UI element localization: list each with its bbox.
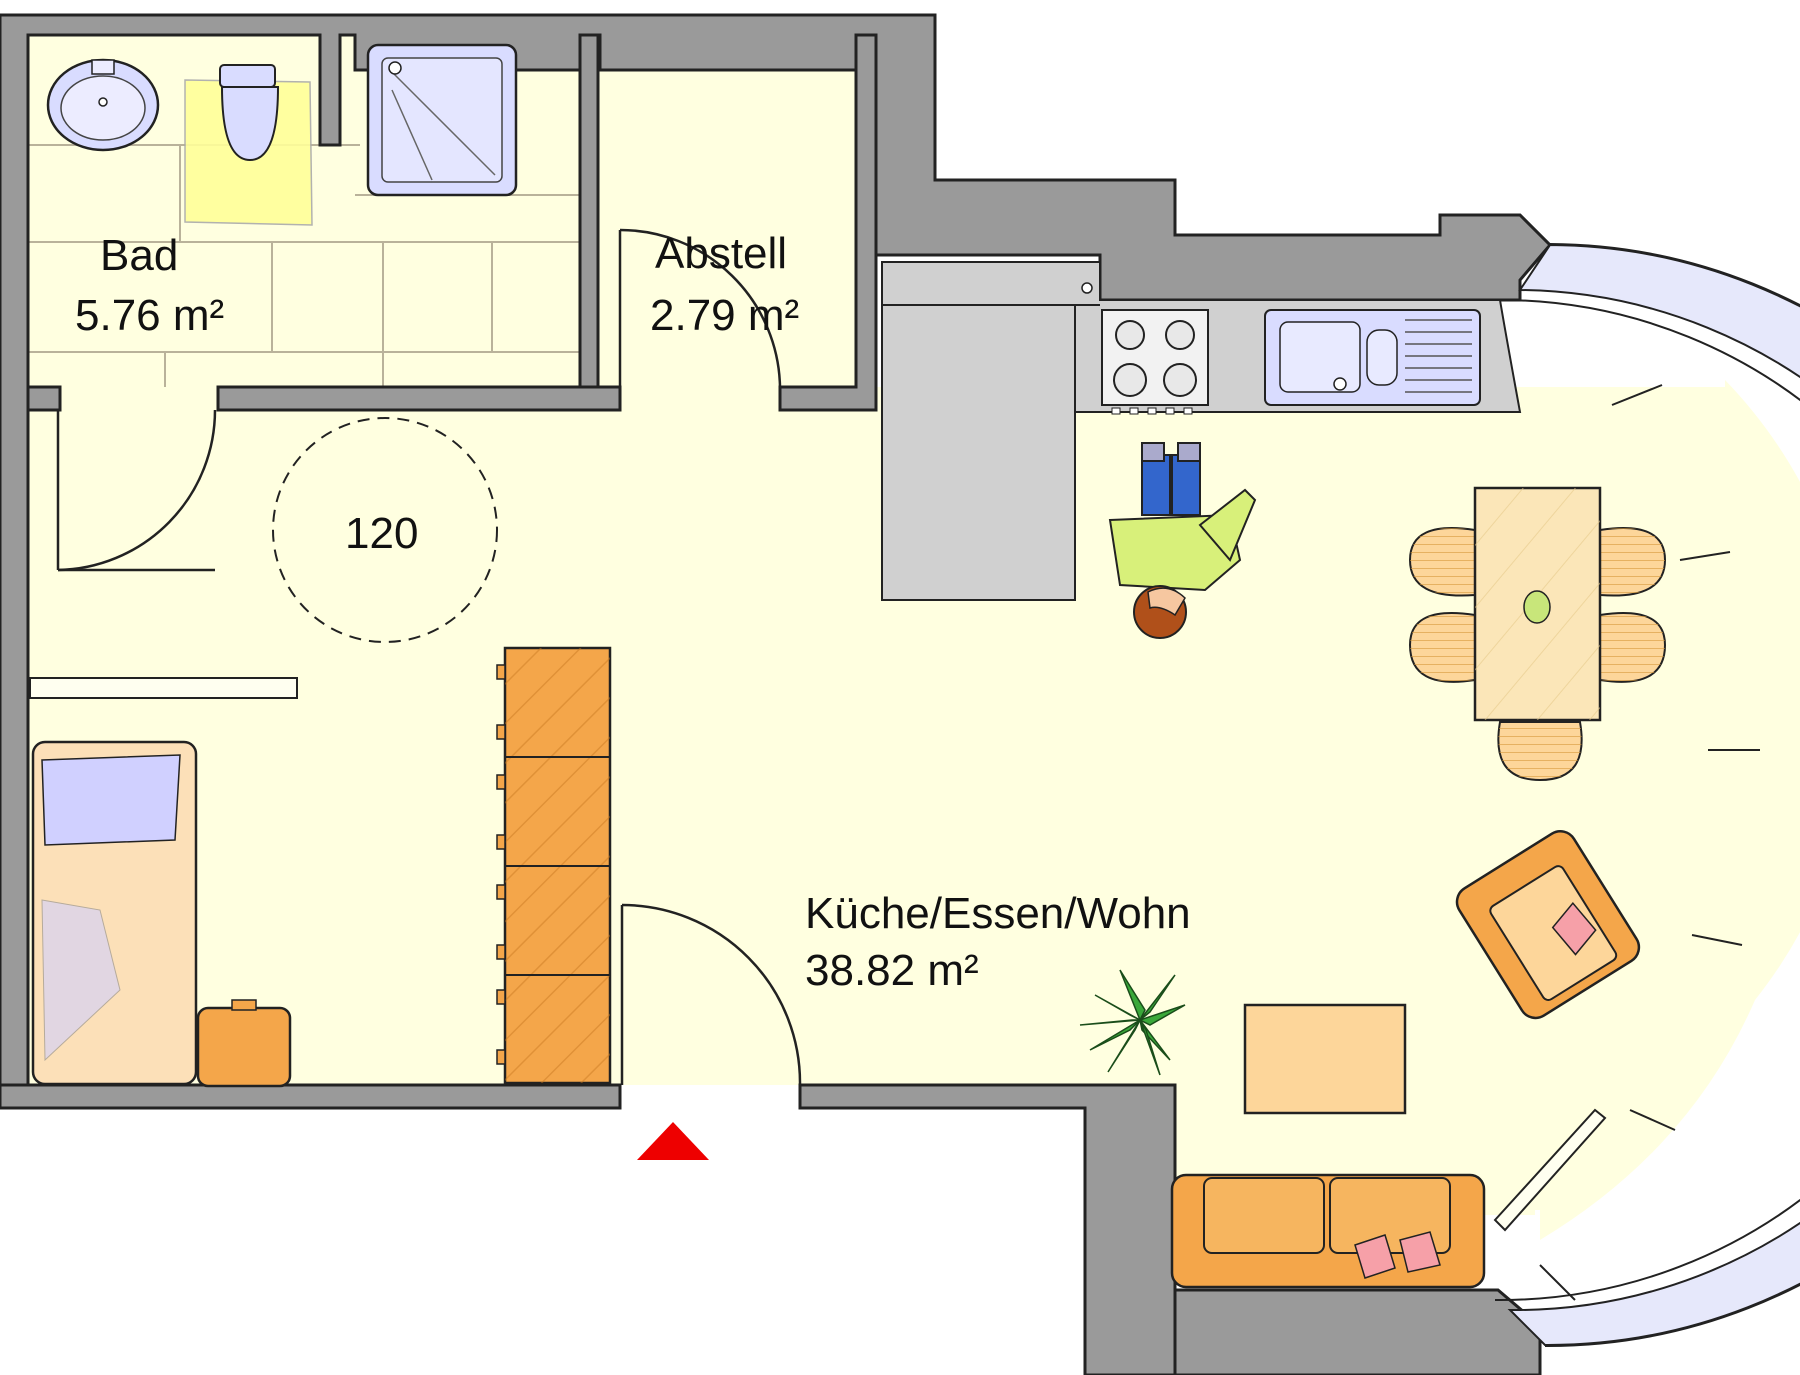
- wall-alcove-bottom: [1173, 1288, 1550, 1375]
- wall-bath-living: [26, 385, 62, 412]
- cooktop-icon: [1101, 309, 1209, 415]
- curved-window: [1493, 243, 1800, 1348]
- bath-room-area: 5.76 m²: [75, 291, 224, 340]
- entrance-door-swing: [621, 903, 802, 1086]
- sofa: [1170, 1173, 1486, 1289]
- washbasin-icon: [46, 58, 160, 152]
- wall-bath-living-2: [216, 385, 622, 412]
- doors: [56, 228, 802, 1086]
- storage-floor: [596, 35, 856, 387]
- walls: [0, 13, 1553, 1375]
- dining-set: [1408, 486, 1667, 782]
- wall-shelf: [29, 677, 298, 699]
- coffee-table: [1243, 1003, 1407, 1115]
- turning-circle: [272, 417, 498, 643]
- person-icon: [1108, 442, 1257, 639]
- bath-door-swing: [57, 409, 217, 572]
- wardrobe: [496, 646, 612, 1085]
- wall-bottom-left: [0, 1083, 622, 1110]
- armchair: [1455, 830, 1641, 1020]
- wall-bath-storage: [578, 33, 600, 389]
- plant-icon: [1079, 969, 1186, 1076]
- wall-bottom-mid: [798, 1083, 1177, 1375]
- storage-room-area: 2.79 m²: [650, 291, 799, 340]
- bed: [31, 740, 198, 1086]
- storage-room-name: Abstell: [655, 229, 787, 278]
- storage-door-swing: [619, 228, 782, 388]
- turning-circle-label: 120: [345, 509, 418, 558]
- living-room-area: 38.82 m²: [805, 946, 979, 995]
- fruit-bowl: [1523, 590, 1551, 624]
- room-labels: Bad 5.76 m² Abstell 2.79 m² Küche/Essen/…: [75, 229, 1191, 995]
- bath-room-name: Bad: [100, 231, 178, 280]
- window-glass: [1507, 243, 1800, 1347]
- bathroom-fixtures: [46, 43, 518, 226]
- wall-storage-right: [778, 33, 878, 412]
- toilet-icon: [219, 64, 280, 162]
- nightstand: [196, 1006, 292, 1088]
- living-room-name: Küche/Essen/Wohn: [805, 889, 1191, 938]
- kitchen-sink-icon: [1264, 309, 1481, 406]
- kitchen: [881, 261, 1522, 601]
- shower-tray-icon: [366, 43, 518, 197]
